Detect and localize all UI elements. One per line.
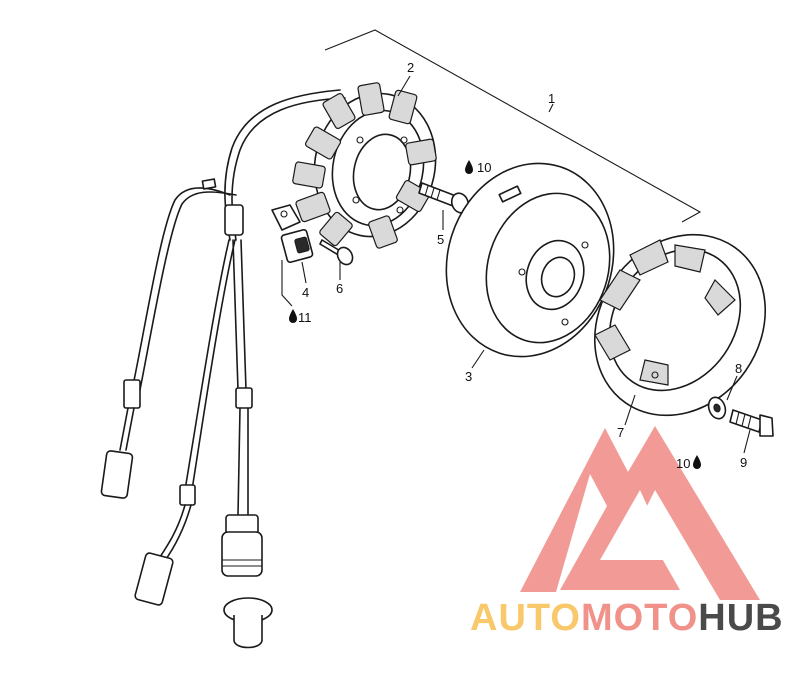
starter-gear-part-7 xyxy=(593,233,767,417)
bolt-part-9 xyxy=(729,409,774,437)
flywheel-part-3 xyxy=(445,162,615,358)
washer-part-8 xyxy=(707,396,727,420)
hose-clamp xyxy=(223,597,273,649)
watermark-auto: AUTO xyxy=(470,597,581,639)
watermark-text: AUTOMOTOHUB xyxy=(470,597,784,639)
leader-lines xyxy=(301,75,751,454)
screw-part-6 xyxy=(319,239,354,266)
oil-drop-icon xyxy=(693,455,701,469)
callout-numbers: 1 2 3 4 5 6 7 8 9 10 10 11 xyxy=(298,60,747,471)
sensor-part-4 xyxy=(271,204,314,307)
oil-drop-icon xyxy=(465,160,473,174)
svg-text:AUTOMOTOHUB: AUTOMOTOHUB xyxy=(470,597,784,639)
watermark-moto: MOTO xyxy=(581,597,698,639)
callout-6: 6 xyxy=(336,281,343,296)
callout-3: 3 xyxy=(465,369,472,384)
assembly-bracket xyxy=(324,29,702,223)
stator-part-2 xyxy=(292,82,437,249)
oil-drop-icon xyxy=(289,309,297,323)
wiring-harness xyxy=(100,89,346,649)
callout-2: 2 xyxy=(407,60,414,75)
callout-4: 4 xyxy=(302,285,309,300)
watermark-hub: HUB xyxy=(698,597,783,639)
oil-drop-icons xyxy=(289,160,701,469)
callout-10-top: 10 xyxy=(477,160,491,175)
callout-9: 9 xyxy=(740,455,747,470)
callout-7: 7 xyxy=(617,425,624,440)
watermark-logo xyxy=(520,426,760,600)
callout-10-bottom: 10 xyxy=(676,456,690,471)
callout-11: 11 xyxy=(298,310,312,325)
callout-5: 5 xyxy=(437,232,444,247)
callout-8: 8 xyxy=(735,361,742,376)
callout-1: 1 xyxy=(548,91,555,106)
